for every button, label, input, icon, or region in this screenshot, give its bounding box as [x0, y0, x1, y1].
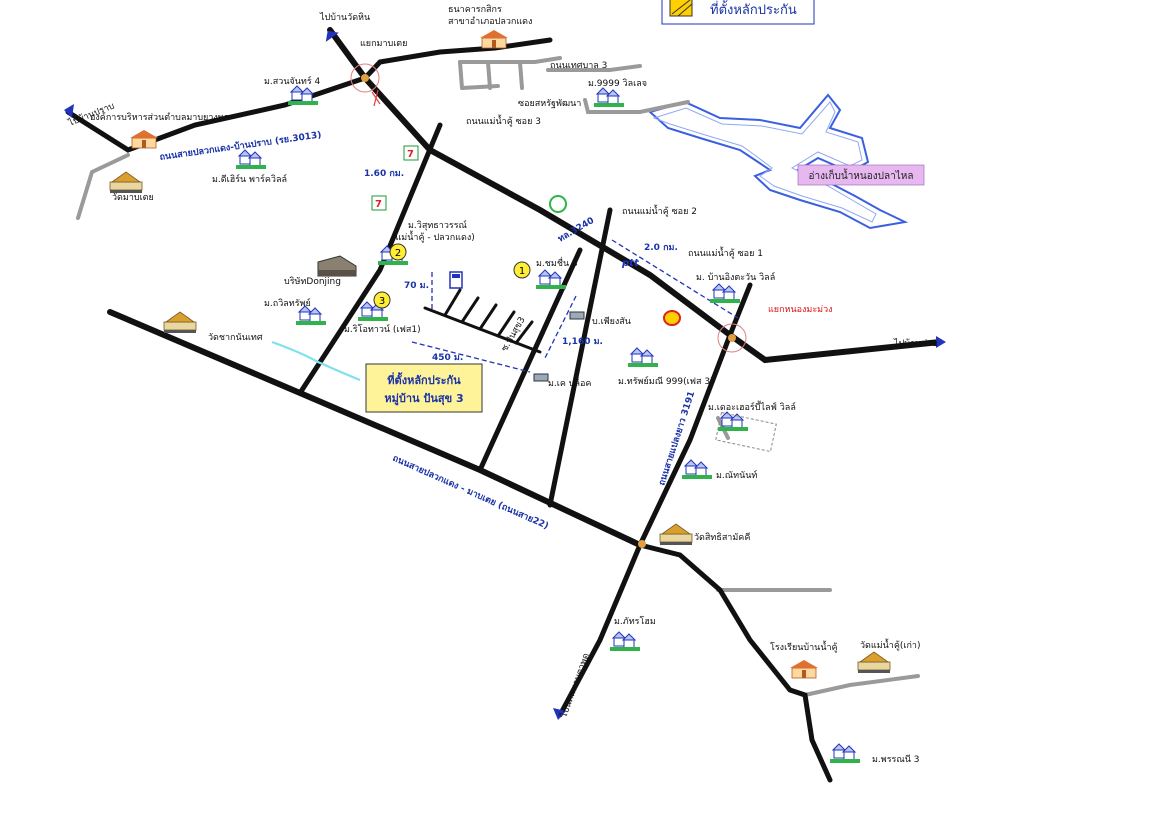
shell-gas-station-icon — [663, 310, 681, 326]
label-m-kanyanee: ม.เดอะเฮอร์บี้ไลฟ์ วิลล์ — [708, 400, 796, 413]
project-sign-icon — [449, 271, 463, 289]
label-dist-70: 70 ม. — [404, 281, 429, 291]
canal — [271, 340, 361, 382]
label-m-phiyasan: บ.เพียงสัน — [592, 316, 631, 327]
label-municipal-3: ถนนเทศบาล 3 — [550, 61, 607, 71]
arrow-up-icon — [325, 30, 339, 42]
label-dist-2-0: 2.0 กม. — [644, 243, 678, 253]
label-soi-2: ถนนแม่น้ำคู้ ซอย 2 — [622, 204, 697, 217]
label-m-dream-park: ม.ดีเฮิร์น พาร์ควิลล์ — [212, 173, 287, 185]
house-cluster-icon — [829, 743, 861, 764]
factory-icon — [317, 255, 357, 277]
label-soi-post: ซอยสหรัฐพัฒนา — [518, 99, 581, 109]
house-cluster-icon — [593, 87, 625, 108]
label-soi-3: ถนนแม่น้ำคู้ ซอย 3 — [466, 114, 541, 127]
marker-1: 1 — [519, 266, 525, 277]
bangchak-station-icon — [549, 195, 567, 213]
temple-icon — [857, 651, 891, 674]
label-m-riviera: ม.ริโอทาวน์ (เฟส1) — [344, 323, 421, 335]
label-m-9999: ม.9999 วิลเลจ — [588, 78, 647, 89]
label-m-phonnani: ม.พรรณนี 3 — [872, 754, 919, 765]
label-wat-mae-nam: วัดแม่น้ำคู้(เก่า) — [860, 638, 920, 651]
government-building-icon — [129, 129, 159, 149]
label-m-wisut-sub: (แม่น้ำคู้ - ปลวกแดง) — [392, 230, 475, 243]
label-m-suan-chan: ม.สวนจันทร์ 4 — [264, 75, 321, 87]
label-dist-1160: 1,160 ม. — [562, 337, 603, 347]
label-obt: องค์การบริหารส่วนตำบลมาบยางพร — [90, 111, 229, 123]
arrow-right-icon — [936, 336, 946, 348]
label-wat-sakha: วัดชากนันเทศ — [208, 333, 263, 343]
label-m-chomchun: ม.ชมชื่น 3 — [536, 256, 578, 269]
label-bank: ธนาคารกสิกร — [448, 4, 502, 15]
label-dist-450: 450 ม. — [432, 353, 463, 363]
project-callout: ที่ตั้งหลักประกัน หมู่บ้าน ปันสุข 3 — [365, 363, 483, 413]
reservoir — [647, 93, 909, 230]
house-cluster-icon — [709, 283, 741, 304]
label-bank-branch: สาขาอำเภอปลวกแดง — [448, 16, 532, 27]
label-donjing: บริษัทDonjing — [284, 276, 341, 287]
label-to-wat-hin: ไปบ้านวัดหิน — [319, 12, 370, 23]
label-school: โรงเรียนบ้านน้ำคู้ — [770, 640, 838, 653]
arrow-left-icon — [64, 104, 74, 118]
numbered-markers: 1 2 3 — [373, 243, 531, 309]
main-roads — [65, 27, 943, 783]
house-cluster-icon — [681, 459, 713, 480]
government-building-icon — [789, 659, 819, 679]
label-to-ban-khai: ไปบ้านค่าย — [893, 338, 938, 349]
legend-label: ที่ตั้งหลักประกัน — [710, 0, 797, 18]
minor-roads — [76, 56, 920, 697]
label-dist-1-60: 1.60 กม. — [364, 169, 404, 179]
label-m-wisut: ม.วิสุทธาวรรณ์ — [408, 219, 467, 231]
dimension-lines — [411, 239, 739, 373]
marker-3: 3 — [379, 296, 385, 307]
temple-icon — [163, 311, 197, 334]
legend: ที่ตั้งหลักประกัน — [661, 0, 815, 25]
house-cluster-icon — [609, 631, 641, 652]
icons: 7 7 ptt — [109, 29, 891, 764]
label-soi-1: ถนนแม่น้ำคู้ ซอย 1 — [688, 246, 763, 259]
label-wat-map-ta: วัดมาบเตย — [112, 193, 154, 203]
arrow-down-icon — [553, 708, 566, 720]
house-cluster-icon — [235, 149, 267, 170]
label-m-k-block: ม.เค บล็อค — [548, 376, 591, 389]
label-to-map-ta-phut: ไปนิคมมาบตาพุด — [558, 651, 592, 719]
label-m-phatthasom: ม.ภัทรโฮม — [614, 616, 656, 627]
house-cluster-icon — [535, 269, 567, 290]
label-m-thawisap: ม.ถวิลทรัพย์ — [264, 297, 311, 309]
seven-eleven-icon: 7 7 — [371, 145, 419, 211]
label-intersection-red: แยกหนองมะม่วง — [768, 305, 833, 315]
label-m-natthanan: ม.ณัทนันท์ — [716, 469, 757, 481]
svg-text:7: 7 — [407, 149, 414, 160]
reservoir-label-text: อ่างเก็บน้ำหนองปลาไหล — [809, 168, 914, 182]
temple-icon — [109, 171, 143, 194]
temple-icon — [659, 523, 693, 546]
small-vehicle-icon — [533, 311, 585, 382]
label-junction: แยกมาบเตย — [360, 39, 407, 49]
text-labels: ไปบ้านวัดหิน แยกมาบเตย ธนาคารกสิกร สาขาอ… — [66, 4, 937, 765]
svg-text:7: 7 — [375, 199, 382, 210]
svg-text:ptt: ptt — [621, 258, 640, 269]
reservoir-label: อ่างเก็บน้ำหนองปลาไหล — [797, 164, 925, 186]
label-m-ban-ing: ม. บ้านอิงตะวัน วิลล์ — [696, 271, 775, 283]
junctions — [350, 63, 747, 548]
project-callout-line2: หมู่บ้าน ปันสุข 3 — [384, 392, 463, 406]
label-wat-sit: วัดสิทธิสามัคคี — [694, 532, 750, 543]
bank-building-icon — [479, 29, 509, 49]
marker-2: 2 — [395, 248, 401, 259]
house-cluster-icon — [627, 347, 659, 368]
plot-outline — [715, 411, 777, 453]
direction-arrows — [64, 30, 946, 720]
label-m-sap: ม.ทรัพย์มณี 999(เฟส 3) — [618, 375, 714, 387]
project-callout-line1: ที่ตั้งหลักประกัน — [387, 372, 461, 387]
ptt-gas-station-icon: ptt — [621, 258, 640, 269]
